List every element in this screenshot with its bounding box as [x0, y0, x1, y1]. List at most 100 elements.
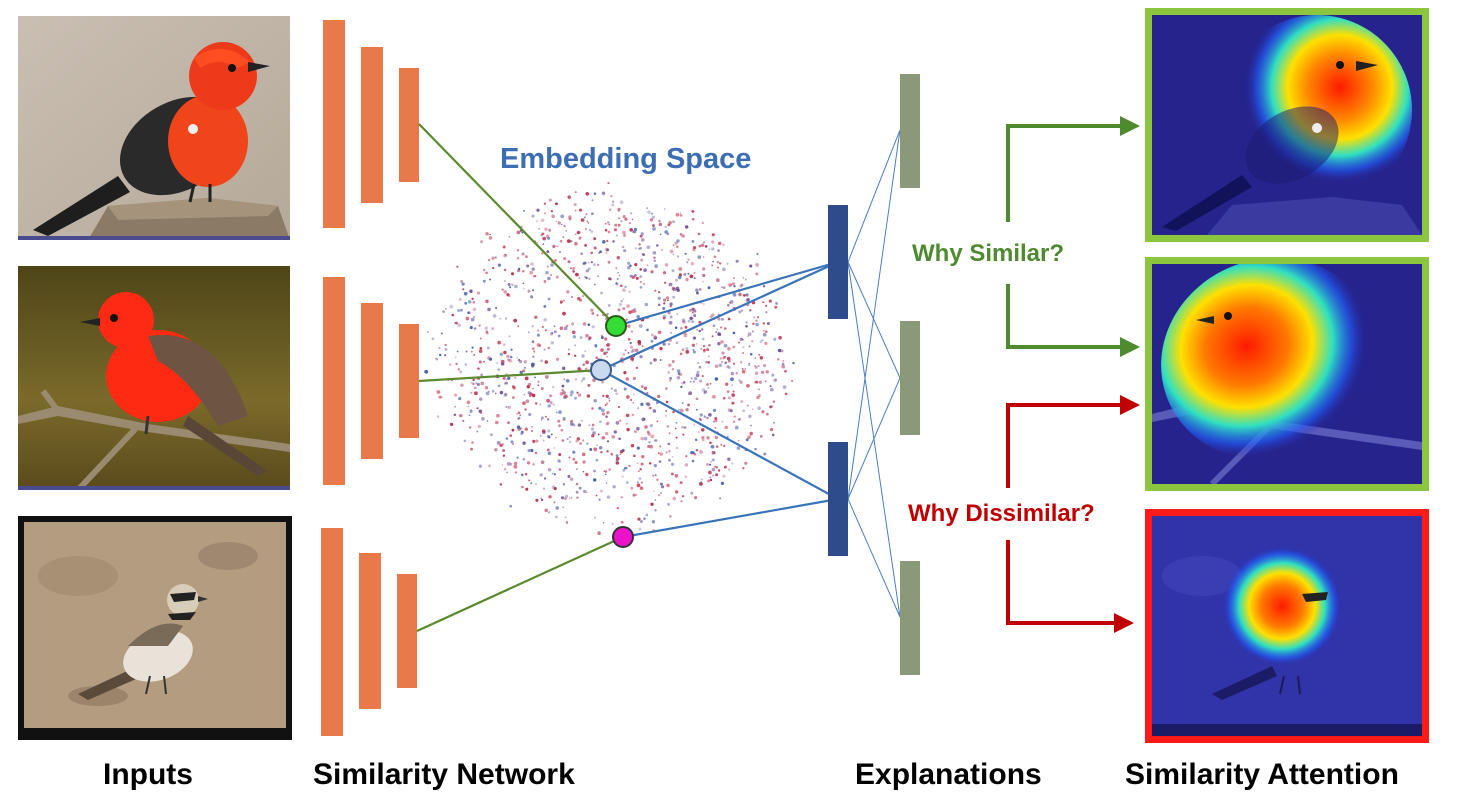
- embedding-dot: [542, 236, 547, 241]
- embedding-dot: [572, 450, 576, 454]
- embedding-dot: [599, 420, 602, 424]
- embedding-dot: [687, 403, 691, 407]
- embedding-dot: [629, 264, 632, 267]
- embedding-dot: [663, 298, 667, 302]
- embedding-dot: [663, 302, 666, 305]
- embedding-dot: [540, 416, 544, 420]
- embedding-dot: [662, 307, 666, 310]
- embedding-dot: [503, 382, 506, 385]
- embedding-dot: [671, 368, 675, 371]
- embedding-dot: [700, 478, 703, 481]
- embedding-dot: [695, 373, 700, 378]
- embedding-dot: [449, 363, 452, 366]
- embedding-dot: [528, 412, 532, 417]
- embedding-dot: [522, 282, 525, 285]
- embedding-dot: [713, 255, 717, 259]
- embedding-dot: [460, 308, 463, 312]
- embedding-dot: [532, 463, 535, 466]
- embedding-dot: [569, 393, 573, 397]
- embedding-dot: [535, 483, 537, 485]
- embedding-dot: [547, 467, 552, 472]
- why-similar-label: Why Similar?: [912, 240, 1065, 267]
- embedding-dot: [636, 426, 640, 431]
- embedding-dot: [782, 359, 785, 362]
- embedding-dot: [650, 212, 654, 215]
- embedding-dot: [619, 419, 622, 422]
- embedding-dot: [507, 421, 510, 424]
- embedding-dot: [606, 239, 609, 243]
- embedding-dot: [711, 264, 714, 267]
- embedding-dot: [639, 280, 642, 284]
- embedding-dot: [455, 321, 458, 325]
- embedding-dot: [652, 251, 657, 255]
- embedding-dot: [719, 262, 722, 265]
- embedding-dot: [633, 454, 636, 458]
- embedding-dot: [496, 441, 501, 445]
- embedding-dot: [717, 266, 720, 269]
- embedding-dot: [636, 314, 640, 319]
- embedding-dot: [731, 401, 735, 405]
- embedding-dot: [766, 412, 769, 416]
- embedding-dot: [591, 325, 595, 329]
- embedding-dot: [696, 370, 700, 374]
- embedding-dot: [653, 259, 656, 262]
- embedding-dot: [585, 191, 590, 196]
- embedding-dot: [653, 358, 656, 361]
- embedding-dot: [543, 318, 547, 322]
- embedding-dot: [563, 257, 567, 261]
- embedding-point-magenta: [612, 526, 634, 548]
- embedding-dot: [572, 267, 576, 270]
- embedding-dot: [701, 375, 704, 378]
- embedding-dot: [605, 415, 608, 418]
- embedding-dot: [541, 429, 546, 433]
- embedding-dot: [467, 405, 470, 408]
- embedding-dot: [683, 272, 687, 276]
- embedding-dot: [679, 408, 684, 413]
- embedding-dot: [482, 279, 486, 283]
- embedding-dot: [732, 292, 737, 297]
- embedding-dot: [674, 326, 678, 330]
- embedding-dot: [665, 400, 669, 404]
- embedding-dot: [627, 324, 631, 328]
- embedding-dot: [778, 335, 782, 340]
- embedding-dot: [558, 424, 561, 428]
- embedding-dot: [596, 444, 599, 447]
- embedding-dot: [712, 260, 715, 263]
- embedding-dot: [643, 517, 646, 520]
- embedding-dot: [619, 450, 624, 454]
- embedding-dot: [522, 458, 526, 461]
- embedding-dot: [716, 328, 719, 331]
- embedding-dot: [625, 318, 628, 321]
- embedding-dot: [669, 515, 672, 518]
- embedding-dot: [714, 377, 719, 381]
- embedding-dot: [503, 350, 507, 355]
- embedding-dot: [485, 231, 489, 236]
- embedding-dot: [567, 348, 570, 351]
- embedding-dot: [721, 317, 724, 321]
- embedding-dot: [731, 393, 736, 397]
- embedding-dot: [536, 329, 540, 332]
- embedding-dot: [741, 369, 746, 374]
- embedding-dot: [601, 436, 606, 440]
- embedding-dot: [640, 258, 644, 262]
- embedding-dot: [669, 315, 673, 319]
- embedding-dot: [648, 441, 651, 444]
- embedding-dot: [688, 393, 690, 395]
- embedding-dot: [737, 439, 740, 442]
- embedding-dot: [593, 399, 597, 403]
- embedding-dot: [763, 452, 767, 456]
- embedding-dot: [654, 474, 657, 476]
- embedding-dot: [605, 482, 608, 484]
- embedding-dot: [681, 348, 685, 351]
- embedding-dot: [750, 424, 752, 427]
- embedding-dot: [587, 222, 590, 224]
- embedding-dot: [585, 472, 589, 477]
- embedding-dot: [503, 468, 507, 471]
- embedding-dot: [576, 437, 581, 441]
- embedding-dot: [709, 476, 712, 479]
- embedding-dot: [590, 251, 593, 255]
- embedding-dot: [754, 357, 757, 359]
- embedding-dot: [703, 241, 705, 244]
- embedding-dot: [693, 271, 696, 275]
- embedding-dot: [460, 280, 464, 283]
